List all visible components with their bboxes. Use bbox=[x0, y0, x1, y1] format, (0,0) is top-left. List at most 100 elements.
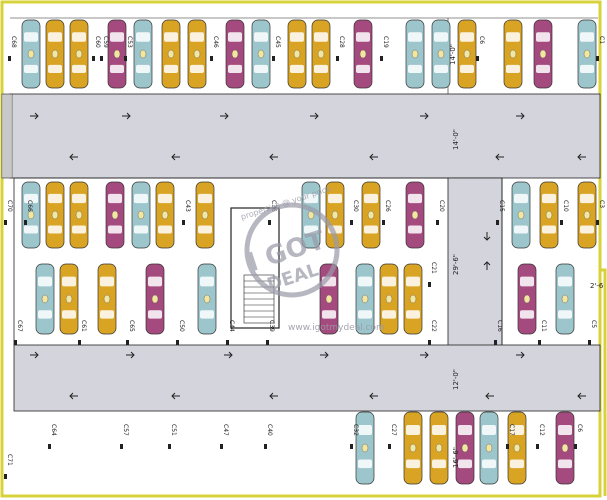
car-icon bbox=[21, 19, 41, 89]
bay-label: C71 bbox=[6, 454, 13, 466]
bay-label: C59 bbox=[102, 36, 109, 48]
bay-marker bbox=[388, 444, 391, 449]
bay-marker bbox=[120, 444, 123, 449]
car-icon bbox=[69, 181, 89, 249]
bay-marker bbox=[596, 56, 599, 61]
bay-marker bbox=[48, 444, 51, 449]
arrow-right-icon bbox=[126, 351, 135, 359]
car-icon bbox=[539, 181, 559, 249]
bay-label: C68 bbox=[10, 36, 17, 48]
arrow-left-icon bbox=[171, 392, 180, 400]
bay-label: C44 bbox=[228, 320, 235, 332]
car-icon bbox=[225, 19, 245, 89]
dimension-bottom-right: 16'-6" bbox=[452, 447, 460, 468]
bay-label: C65 bbox=[128, 320, 135, 332]
dimension-edge: 2'-6 bbox=[590, 282, 604, 290]
car-icon bbox=[431, 19, 451, 89]
bay-marker bbox=[382, 220, 385, 225]
arrow-left-icon bbox=[495, 153, 504, 161]
dimension-driveway-bottom: 12'-0" bbox=[452, 369, 460, 390]
arrow-left-icon bbox=[171, 153, 180, 161]
car-icon bbox=[457, 19, 477, 89]
arrow-right-icon bbox=[516, 351, 525, 359]
arrow-right-icon bbox=[420, 112, 429, 120]
arrow-left-icon bbox=[485, 392, 494, 400]
bay-label: C12 bbox=[538, 424, 545, 436]
ramp-left bbox=[1, 93, 13, 179]
bay-label: C60 bbox=[94, 36, 101, 48]
arrow-left-icon bbox=[269, 153, 278, 161]
bay-marker bbox=[4, 220, 7, 225]
bay-label: C45 bbox=[274, 36, 281, 48]
car-icon bbox=[131, 181, 151, 249]
arrow-left-icon bbox=[577, 153, 586, 161]
car-icon bbox=[429, 411, 449, 485]
bay-marker bbox=[78, 340, 81, 345]
arrow-left-icon bbox=[69, 153, 78, 161]
car-icon bbox=[97, 263, 117, 335]
car-icon bbox=[503, 19, 523, 89]
bay-label: C43 bbox=[184, 200, 191, 212]
bay-marker bbox=[100, 56, 103, 61]
watermark-url: www.igotmydeal.com bbox=[288, 323, 385, 333]
watermark-logo: I GOT DEAL bbox=[244, 202, 340, 298]
bay-marker bbox=[220, 444, 223, 449]
driveway-top bbox=[9, 93, 601, 179]
car-icon bbox=[161, 19, 181, 89]
bay-marker bbox=[126, 340, 129, 345]
arrow-right-icon bbox=[30, 351, 39, 359]
car-icon bbox=[555, 263, 575, 335]
arrow-left-icon bbox=[69, 392, 78, 400]
car-icon bbox=[361, 181, 381, 249]
bay-label: C27 bbox=[390, 424, 397, 436]
bay-marker bbox=[560, 220, 563, 225]
bay-label: C19 bbox=[382, 36, 389, 48]
car-icon bbox=[403, 411, 423, 485]
arrow-down-icon bbox=[483, 232, 491, 241]
bay-label: C57 bbox=[122, 424, 129, 436]
bay-marker bbox=[272, 56, 275, 61]
car-icon bbox=[533, 19, 553, 89]
car-icon bbox=[405, 19, 425, 89]
bay-label: C21 bbox=[430, 262, 437, 274]
car-icon bbox=[133, 19, 153, 89]
bay-label: C5 bbox=[590, 320, 597, 328]
bay-label: C32 bbox=[352, 424, 359, 436]
bay-marker bbox=[436, 220, 439, 225]
bay-marker bbox=[536, 444, 539, 449]
arrow-left-icon bbox=[369, 392, 378, 400]
car-icon bbox=[287, 19, 307, 89]
car-icon bbox=[555, 411, 575, 485]
car-icon bbox=[107, 19, 127, 89]
car-icon bbox=[455, 411, 475, 485]
bay-label: C50 bbox=[178, 320, 185, 332]
bay-marker bbox=[14, 340, 17, 345]
car-icon bbox=[45, 19, 65, 89]
car-icon bbox=[105, 181, 125, 249]
bay-label: C28 bbox=[338, 36, 345, 48]
bay-marker bbox=[8, 56, 11, 61]
arrow-right-icon bbox=[320, 351, 329, 359]
bay-marker bbox=[266, 340, 269, 345]
dimension-right-ramp: 29'-6" bbox=[452, 254, 460, 275]
bay-marker bbox=[176, 340, 179, 345]
bay-label: C30 bbox=[352, 200, 359, 212]
arrow-right-icon bbox=[30, 112, 39, 120]
bay-label: C10 bbox=[562, 200, 569, 212]
bay-label: C70 bbox=[6, 200, 13, 212]
car-icon bbox=[355, 263, 375, 335]
bay-marker bbox=[4, 474, 7, 479]
bay-marker bbox=[350, 220, 353, 225]
car-icon bbox=[379, 263, 399, 335]
car-icon bbox=[251, 19, 271, 89]
bay-marker bbox=[476, 56, 479, 61]
bay-marker bbox=[350, 444, 353, 449]
car-icon bbox=[355, 411, 375, 485]
car-icon bbox=[405, 181, 425, 249]
bay-label: C39 bbox=[268, 320, 275, 332]
bay-label: C36 bbox=[270, 200, 277, 212]
arrow-right-icon bbox=[122, 112, 131, 120]
car-icon bbox=[479, 411, 499, 485]
bay-label: C17 bbox=[508, 424, 515, 436]
